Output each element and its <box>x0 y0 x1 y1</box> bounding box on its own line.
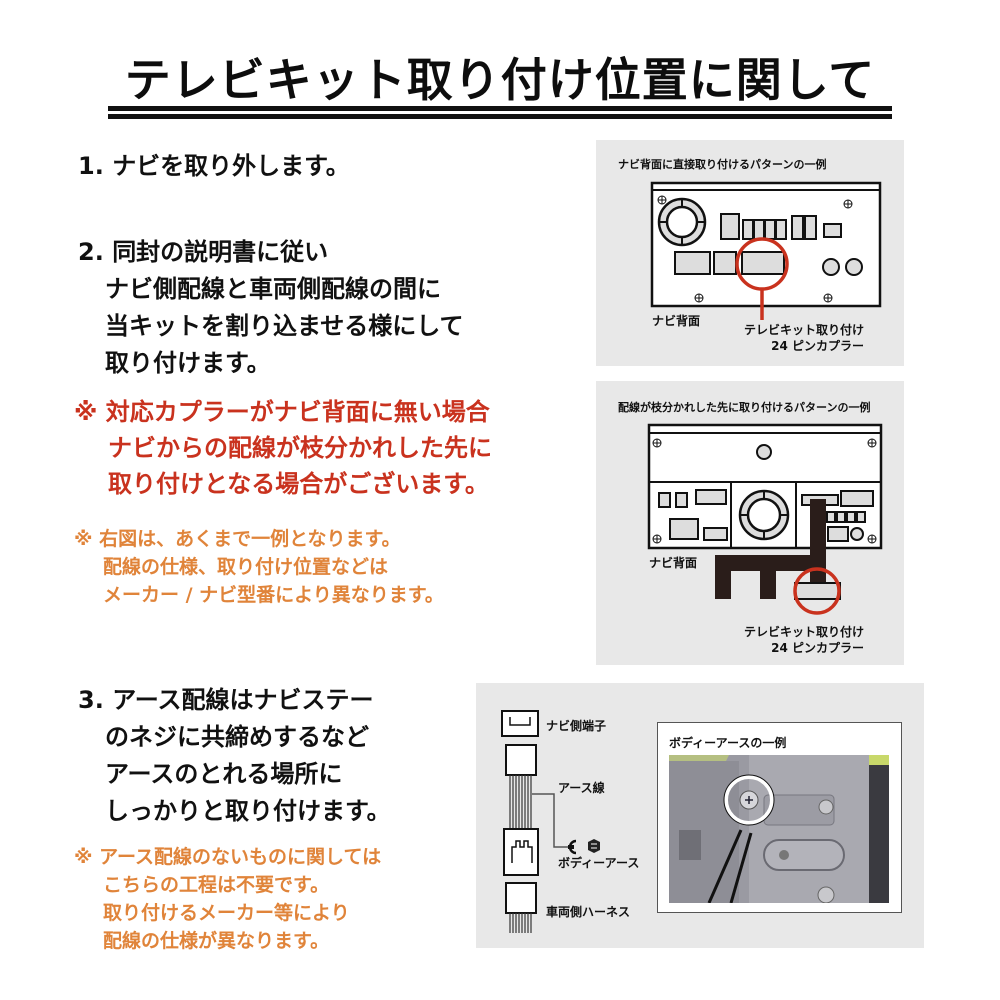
navi-back-direct-illustration <box>650 181 882 320</box>
diagram-branch-panel: 配線が枝分かれした先に取り付けるパターンの一例 <box>596 381 904 665</box>
step-3-line-3: アースのとれる場所に <box>105 760 343 788</box>
diagram-direct-caption: ナビ背面に直接取り付けるパターンの一例 <box>618 158 827 171</box>
body-earth-photo-card: ボディーアースの一例 <box>657 722 902 913</box>
step-3-line-1: アース配線はナビステー <box>112 686 374 714</box>
page-title: テレビキット取り付け位置に関して <box>124 53 876 107</box>
navi-back-branch-illustration <box>647 423 883 615</box>
note-1: ※ 右図は、あくまで一例となります。 配線の仕様、取り付け位置などは メーカー … <box>74 525 444 609</box>
body-earth-photo <box>669 755 889 903</box>
warning-line-3: 取り付けとなる場合がございます。 <box>108 470 489 498</box>
diagram-branch-kit-line-2: 24 ピンカプラー <box>771 641 864 655</box>
diagram-direct-kit-line-1: テレビキット取り付け <box>743 323 864 337</box>
step-1-number: 1. <box>78 152 104 180</box>
warning-line-2: ナビからの配線が枝分かれした先に <box>108 434 492 462</box>
diagram-direct-back-label: ナビ背面 <box>652 314 701 328</box>
note-2-mark: ※ <box>74 846 93 868</box>
note-2-line-4: 配線の仕様が異なります。 <box>103 930 330 952</box>
note-1-mark: ※ <box>74 528 93 550</box>
title-underline-top <box>108 106 892 111</box>
warning-line-1: 対応カプラーがナビ背面に無い場合 <box>105 398 490 426</box>
step-2-line-1: 同封の説明書に従い <box>112 238 329 266</box>
step-3-line-4: しっかりと取り付けます。 <box>105 797 391 825</box>
warning-red: ※ 対応カプラーがナビ背面に無い場合 ナビからの配線が枝分かれした先に 取り付け… <box>74 394 492 502</box>
note-2-line-2: こちらの工程は不要です。 <box>103 874 330 896</box>
note-1-line-3: メーカー / ナビ型番により異なります。 <box>103 584 444 606</box>
earth-wire-label: アース線 <box>558 781 605 795</box>
step-2-number: 2. <box>78 238 104 266</box>
diagram-branch-kit-line-1: テレビキット取り付け <box>743 625 864 639</box>
step-1-line-1: ナビを取り外します。 <box>112 152 350 180</box>
step-2: 2. 同封の説明書に従い ナビ側配線と車両側配線の間に 当キットを割り込ませる様… <box>78 234 464 382</box>
title-underline-bottom <box>108 114 892 119</box>
diagram-direct-panel: ナビ背面に直接取り付けるパターンの一例 <box>596 140 904 366</box>
diagram-direct-kit-line-2: 24 ピンカプラー <box>771 339 864 353</box>
note-2: ※ アース配線のないものに関しては こちらの工程は不要です。 取り付けるメーカー… <box>74 843 381 955</box>
body-earth-photo-caption: ボディーアースの一例 <box>669 736 787 750</box>
step-2-line-3: 当キットを割り込ませる様にして <box>105 312 464 340</box>
diagram-branch-back-label: ナビ背面 <box>649 556 698 570</box>
note-1-line-1: 右図は、あくまで一例となります。 <box>99 528 401 550</box>
note-2-line-1: アース配線のないものに関しては <box>99 846 382 868</box>
note-1-line-2: 配線の仕様、取り付け位置などは <box>103 556 389 578</box>
vehicle-harness-label: 車両側ハーネス <box>546 905 631 919</box>
diagram-direct-kit-label: テレビキット取り付け 24 ピンカプラー <box>736 322 864 354</box>
step-3-line-2: のネジに共締めするなど <box>105 723 369 751</box>
step-1: 1. ナビを取り外します。 <box>78 148 350 185</box>
diagram-branch-kit-label: テレビキット取り付け 24 ピンカプラー <box>736 624 864 656</box>
step-2-line-2: ナビ側配線と車両側配線の間に <box>105 275 441 303</box>
navi-terminal-label: ナビ側端子 <box>546 719 607 733</box>
body-earth-label: ボディーアース <box>558 856 640 870</box>
step-3-number: 3. <box>78 686 104 714</box>
step-2-line-4: 取り付けます。 <box>105 349 271 377</box>
warning-mark: ※ <box>74 398 98 426</box>
diagram-branch-caption: 配線が枝分かれした先に取り付けるパターンの一例 <box>618 401 871 414</box>
note-2-line-3: 取り付けるメーカー等により <box>103 902 350 924</box>
diagram-earth-panel: ナビ側端子 アース線 ボディーアース 車両側ハーネス ボディーアースの一例 <box>476 683 924 948</box>
step-3: 3. アース配線はナビステー のネジに共締めするなど アースのとれる場所に しっ… <box>78 682 391 830</box>
earth-wire-illustration <box>501 710 600 933</box>
